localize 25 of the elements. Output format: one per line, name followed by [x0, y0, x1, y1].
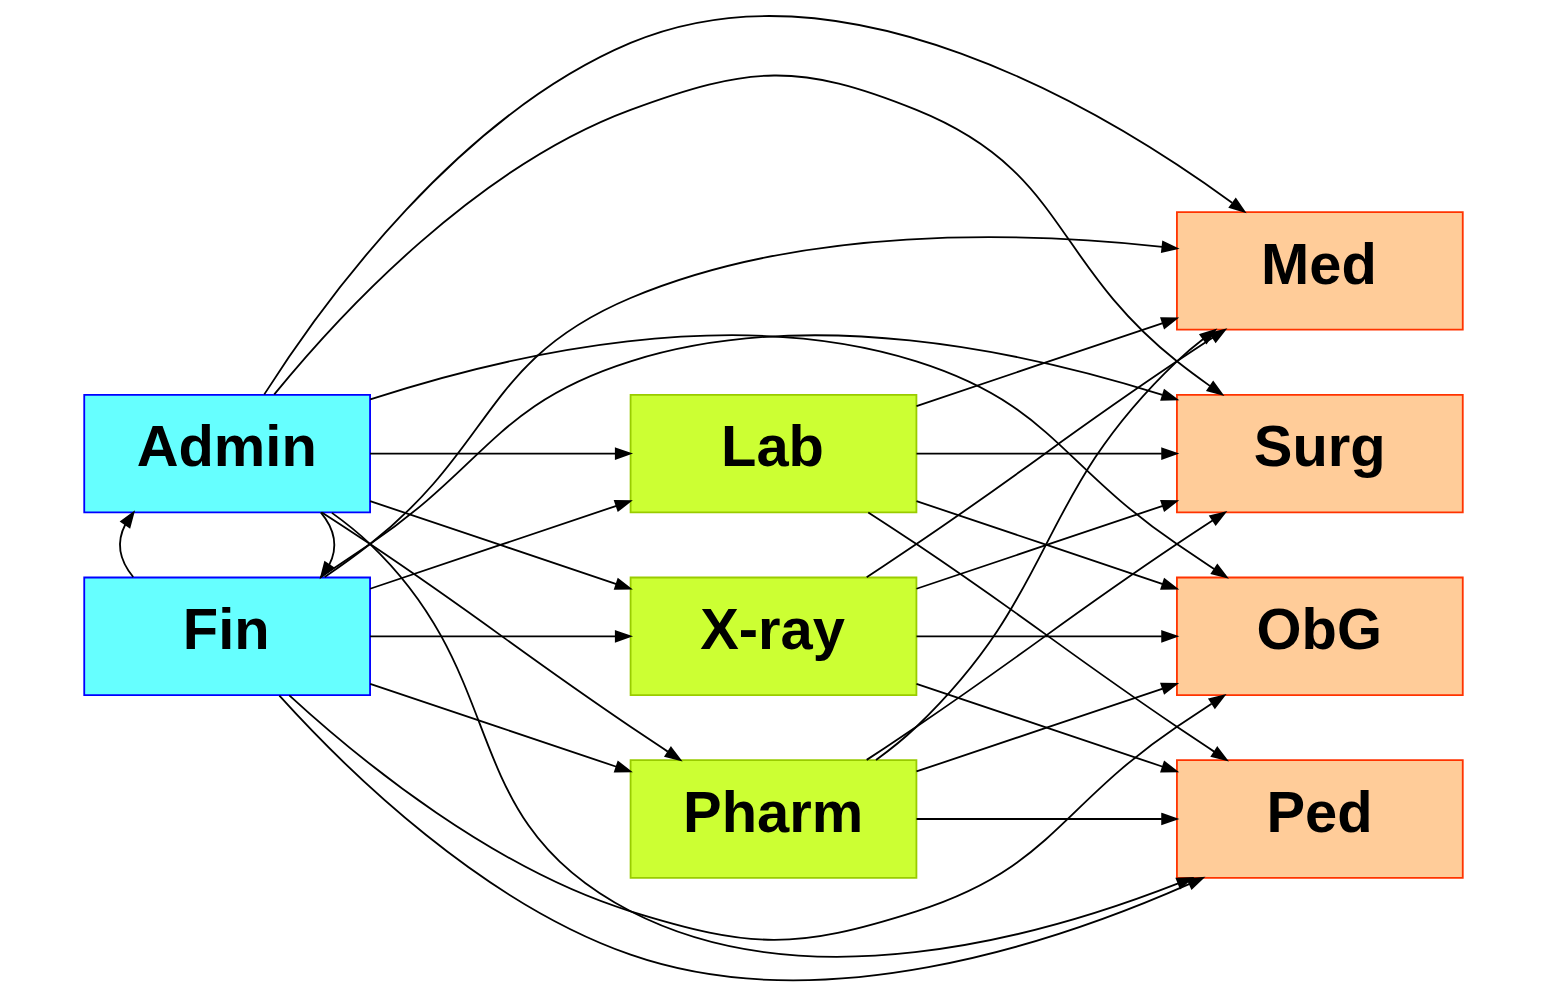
arrow	[119, 510, 136, 578]
node-box: Admin	[83, 393, 371, 514]
arrow	[915, 812, 1180, 826]
arrow	[915, 447, 1180, 460]
arrow	[323, 236, 1180, 578]
node-box: X-ray	[629, 576, 918, 696]
arrow	[263, 16, 1247, 396]
arrow	[369, 629, 633, 643]
node-box: Med	[1176, 211, 1464, 331]
arrow	[915, 317, 1180, 407]
arrow	[369, 447, 633, 460]
arrow	[369, 682, 633, 773]
node-box: Lab	[629, 393, 918, 514]
node-box: Surg	[1176, 393, 1464, 514]
arrow	[273, 74, 1225, 396]
arrow	[369, 500, 633, 590]
node-box: ObG	[1176, 576, 1464, 696]
node-box: Fin	[83, 576, 371, 696]
arrow	[915, 500, 1180, 590]
arrow	[915, 682, 1180, 773]
node-box: Ped	[1176, 759, 1464, 879]
arrow	[278, 694, 1206, 981]
arrow	[288, 694, 1227, 941]
arrow	[915, 629, 1180, 643]
node-box: Pharm	[629, 759, 918, 879]
